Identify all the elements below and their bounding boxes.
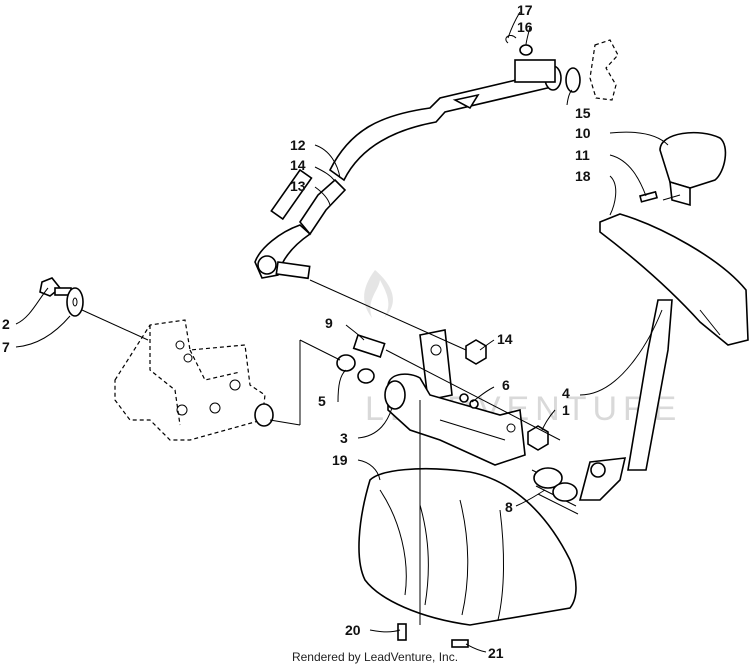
callout-11: 11 (575, 147, 590, 163)
callout-14-lower: 14 (497, 331, 513, 347)
callout-18: 18 (575, 168, 591, 184)
callout-16: 16 (517, 19, 533, 35)
callout-9: 9 (325, 315, 333, 331)
callout-2: 2 (2, 316, 10, 332)
shift-lever (578, 213, 749, 501)
upper-clip-parts (505, 35, 619, 101)
callout-15: 15 (575, 105, 591, 121)
callout-17: 17 (517, 2, 533, 18)
callout-14-upper: 14 (290, 157, 306, 173)
mounting-bracket (114, 319, 274, 441)
assembly-lines (269, 194, 681, 625)
set-screw (639, 190, 658, 203)
leader-lines (15, 11, 669, 653)
cover-screws (397, 623, 469, 648)
callout-10: 10 (575, 125, 591, 141)
return-spring (531, 467, 579, 515)
footer-credit: Rendered by LeadVenture, Inc. (291, 650, 459, 664)
callout-12: 12 (290, 137, 306, 153)
pivot-bracket (384, 329, 526, 466)
callout-21: 21 (488, 645, 504, 661)
callout-1: 1 (562, 402, 570, 418)
callout-3: 3 (340, 430, 348, 446)
shift-knob (659, 131, 727, 207)
callout-4: 4 (562, 385, 570, 401)
pivot-hardware (336, 333, 549, 451)
callout-8: 8 (505, 499, 513, 515)
callout-7: 7 (2, 339, 10, 355)
callout-20: 20 (345, 622, 361, 638)
watermark-flame-icon (364, 270, 393, 318)
bolt-washer-assembly (39, 277, 149, 341)
shift-linkage-rod (254, 59, 562, 280)
callout-13: 13 (290, 178, 306, 194)
callout-5: 5 (318, 393, 326, 409)
callout-19: 19 (332, 452, 348, 468)
callout-6: 6 (502, 377, 510, 393)
lever-cover (358, 467, 577, 626)
